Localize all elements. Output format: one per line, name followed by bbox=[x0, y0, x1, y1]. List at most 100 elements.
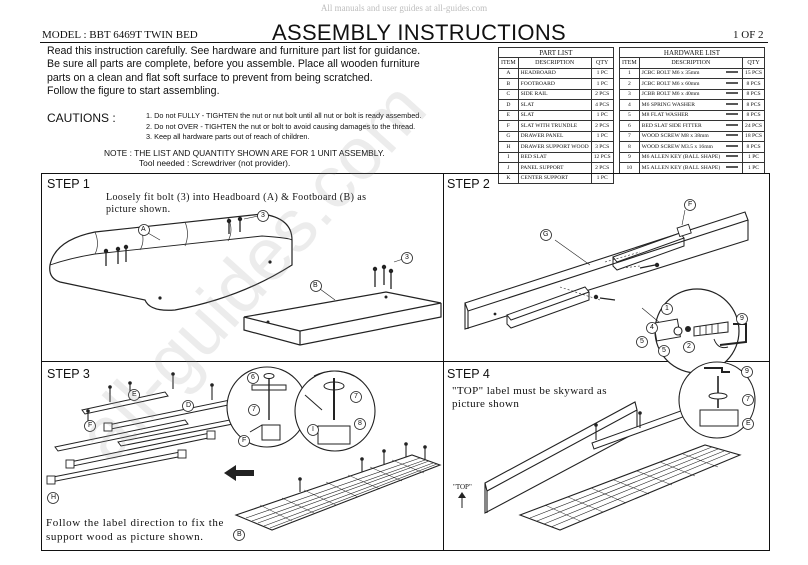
step1-callout-a bbox=[138, 224, 150, 236]
step3-label: STEP 3 bbox=[47, 367, 90, 381]
step3-callout-f2 bbox=[238, 435, 250, 447]
step3-callout-i bbox=[307, 424, 319, 436]
step3-desc-line: support wood as picture shown. bbox=[46, 531, 204, 543]
hardware-icon bbox=[722, 120, 744, 132]
part-list-cell: DRAWER SUPPORT WOOD bbox=[517, 141, 592, 153]
hardware-list-cell: BED SLAT SIDE FITTER bbox=[638, 120, 723, 132]
page-title: ASSEMBLY INSTRUCTIONS bbox=[272, 20, 566, 45]
step4-callout-7-text: 7 bbox=[746, 396, 750, 403]
step3-callout-e-text: E bbox=[132, 391, 137, 398]
hardware-list-cell: 18 PCS bbox=[742, 130, 765, 142]
part-list-cell: BED SLAT bbox=[517, 151, 592, 163]
model-number: MODEL : BBT 6469T TWIN BED bbox=[42, 29, 198, 41]
step4-desc-line: "TOP" label must be skyward as bbox=[452, 385, 607, 397]
step3-callout-7b-text: 7 bbox=[354, 393, 358, 400]
hardware-list-cell: 1 PC bbox=[742, 162, 765, 174]
intro-line: Be sure all parts are complete, before y… bbox=[47, 58, 420, 71]
step4-label: STEP 4 bbox=[447, 367, 490, 381]
header-divider bbox=[40, 42, 768, 43]
intro-line: Read this instruction carefully. See har… bbox=[47, 45, 421, 57]
part-list-cell: 12 PCS bbox=[590, 151, 614, 163]
step1-desc-line: Loosely fit bolt (3) into Headboard (A) … bbox=[106, 192, 367, 203]
step1-callout-a-text: A bbox=[141, 226, 146, 233]
step3-callout-b-text: B bbox=[237, 531, 242, 538]
step3-callout-f bbox=[84, 420, 96, 432]
part-list-caption: PART LIST bbox=[498, 47, 614, 58]
step3-callout-6 bbox=[247, 372, 259, 384]
step3-callout-f2-text: F bbox=[242, 437, 247, 444]
step4-callout-e bbox=[742, 418, 754, 430]
step3-callout-8 bbox=[354, 418, 366, 430]
step3-callout-f-text: F bbox=[88, 422, 93, 429]
step3-callout-7 bbox=[248, 404, 260, 416]
hardware-icon bbox=[722, 151, 744, 163]
top-label: "TOP" bbox=[453, 483, 472, 491]
step3-callout-h bbox=[47, 492, 59, 504]
step1-callout-3-text: 3 bbox=[261, 212, 265, 219]
step4-callout-9 bbox=[741, 366, 753, 378]
step2-callout-9-text: 9 bbox=[740, 315, 744, 322]
steps-vertical-divider bbox=[443, 173, 444, 551]
step4-callout-9-text: 9 bbox=[745, 368, 749, 375]
step1-description: Loosely fit bolt (3) into Headboard (A) … bbox=[106, 192, 366, 216]
step2-callout-f-text: F bbox=[688, 201, 693, 208]
hardware-list-cell: 1 PC bbox=[742, 151, 765, 163]
hardware-list-cell: M5 ALLEN KEY (BALL SHAPE) bbox=[638, 162, 723, 174]
step3-callout-d bbox=[182, 400, 194, 412]
part-list-cell: SLAT WITH TRUNDLE bbox=[517, 120, 592, 132]
part-list-cell: PANEL SUPPORT bbox=[517, 162, 592, 174]
step3-description: Follow the label direction to fix the su… bbox=[46, 516, 224, 544]
step4-callout-7 bbox=[742, 394, 754, 406]
step2-label: STEP 2 bbox=[447, 177, 490, 191]
step2-callout-2 bbox=[683, 341, 695, 353]
part-list-cell: 2 PCS bbox=[590, 120, 614, 132]
step2-callout-g bbox=[540, 229, 552, 241]
step2-callout-g-text: G bbox=[543, 231, 549, 238]
hardware-list-cell: M6 ALLEN KEY (BALL SHAPE) bbox=[638, 151, 723, 163]
intro-line: parts on a clean and flat soft surface t… bbox=[47, 71, 373, 84]
step2-callout-5b bbox=[658, 345, 670, 357]
step3-callout-b bbox=[233, 529, 245, 541]
step3-callout-6-text: 6 bbox=[251, 374, 255, 381]
hardware-icon bbox=[722, 162, 744, 174]
step1-callout-b-text: B bbox=[313, 282, 318, 289]
page-number: 1 OF 2 bbox=[733, 29, 764, 41]
cautions-label: CAUTIONS : bbox=[47, 111, 116, 125]
step2-callout-2-text: 2 bbox=[687, 343, 691, 350]
step2-callout-9 bbox=[736, 313, 748, 325]
step3-callout-i-text: I bbox=[312, 426, 314, 433]
hardware-icon bbox=[722, 141, 744, 153]
step1-callout-b bbox=[310, 280, 322, 292]
step3-callout-8-text: 8 bbox=[358, 420, 362, 427]
part-list-cell: 3 PCS bbox=[590, 141, 614, 153]
step2-callout-1 bbox=[661, 303, 673, 315]
step2-callout-f bbox=[684, 199, 696, 211]
step3-callout-7b bbox=[350, 391, 362, 403]
step1-callout-3b-text: 3 bbox=[405, 254, 409, 261]
step4-description: "TOP" label must be skyward as picture s… bbox=[452, 385, 607, 411]
step4-desc-line: picture shown bbox=[452, 398, 520, 410]
cautions-list: 1. Do not FULLY - TIGHTEN the nut or nut… bbox=[146, 111, 421, 143]
steps-frame bbox=[41, 173, 770, 551]
step3-callout-d-text: D bbox=[186, 402, 192, 409]
step3-callout-7-text: 7 bbox=[252, 406, 256, 413]
step4-callout-e-text: E bbox=[746, 420, 751, 427]
step2-callout-5 bbox=[636, 336, 648, 348]
hardware-list-cell: 8 PCS bbox=[742, 141, 765, 153]
watermark-top: All manuals and user guides at all-guide… bbox=[320, 3, 488, 13]
